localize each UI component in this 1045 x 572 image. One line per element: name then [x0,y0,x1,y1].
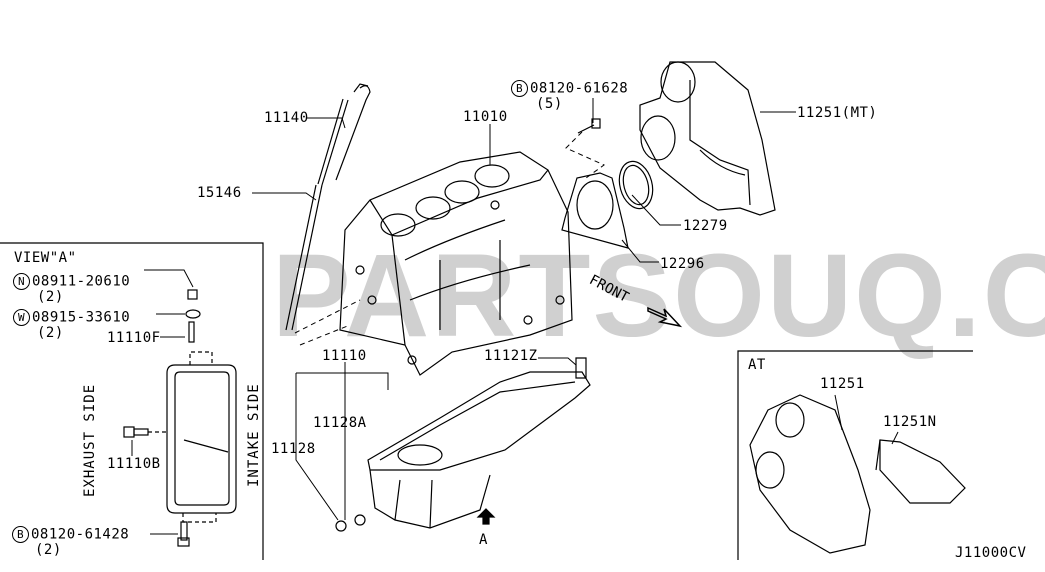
washer-symbol-icon: W [13,309,30,326]
label-nut-qty: (2) [37,289,64,305]
label-sensor: 11121Z [484,348,538,364]
bolt-drawing [577,118,601,134]
label-bolt-2-qty: (2) [35,542,62,558]
label-drain-washer: 11128A [313,415,367,431]
bolt-symbol-icon: B [511,80,528,97]
label-stud: 11110F [107,330,161,346]
label-exhaust-side: EXHAUST SIDE [82,383,98,497]
label-washer-qty: (2) [37,325,64,341]
label-bolt-b-qty: (5) [536,96,563,112]
label-oil-seal: 12279 [683,218,728,234]
label-retainer: 12296 [660,256,705,272]
nut-symbol-icon: N [13,273,30,290]
label-intake-side: INTAKE SIDE [246,383,262,487]
part-number: 08120-61428 [31,526,130,543]
diagram-code: J11000CV [955,545,1027,561]
view-a-arrow [476,508,496,525]
label-view-a: A [479,532,488,548]
retainer-drawing [561,172,629,249]
label-guide: 15146 [197,185,242,201]
dipstick-drawing [285,83,371,331]
label-rear-plate-mt: 11251(MT) [797,105,878,121]
oil-seal-drawing [618,160,654,210]
label-drain-plug: 11128 [271,441,316,457]
oil-pan-gasket-drawing [123,269,237,547]
label-oil-pan: 11110 [322,348,367,364]
view-a-title: VIEW"A" [14,250,77,266]
label-pan-bolt: 11110B [107,456,161,472]
part-number: 08120-61628 [530,80,629,97]
part-number: 08915-33610 [32,309,131,326]
label-dipstick: 11140 [264,110,309,126]
view-a-frame [0,242,264,560]
label-cover: 11251N [883,414,937,430]
front-arrow [647,306,683,328]
label-rear-plate-at: 11251 [820,376,865,392]
label-cylinder-block: 11010 [463,109,508,125]
at-title: AT [748,357,766,373]
part-number: 08911-20610 [32,273,131,290]
at-frame [737,350,973,560]
rear-plate-mt-drawing [639,61,776,216]
cylinder-block-drawing [339,151,573,376]
oil-pan-drawing [335,357,591,532]
rear-plate-at-drawing [749,394,966,554]
bolt-symbol-icon: B [12,526,29,543]
leader-lines [252,98,899,521]
